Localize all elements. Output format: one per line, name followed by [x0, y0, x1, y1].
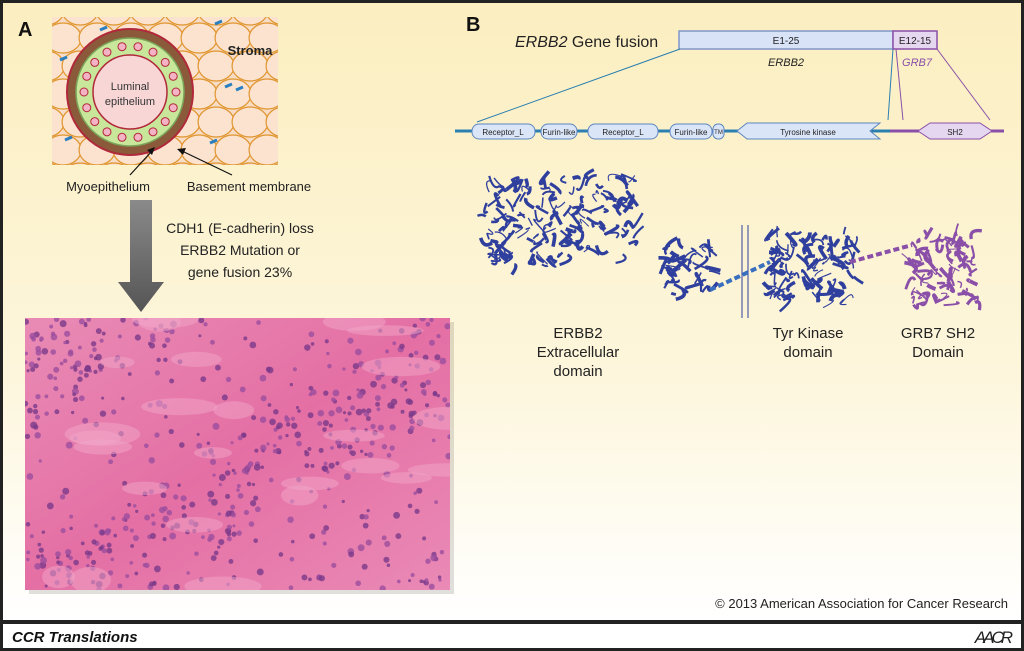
panel-b-label: B	[466, 14, 480, 36]
svg-text:SH2: SH2	[947, 128, 963, 137]
basement-pointer	[181, 150, 233, 176]
down-arrow-icon	[118, 200, 164, 312]
kinase-label-1: Tyr Kinase	[773, 325, 844, 342]
domain-tm: TM	[712, 123, 725, 140]
linker-fusion	[849, 243, 913, 264]
footer-title: CCR Translations	[12, 629, 138, 646]
svg-text:Tyrosine kinase: Tyrosine kinase	[780, 128, 836, 137]
domain-receptor-l-2: Receptor_L	[587, 123, 659, 140]
grb7-exon-bar	[892, 30, 938, 50]
panel-a-label: A	[18, 19, 32, 41]
kinase-label-2: domain	[783, 344, 832, 361]
extracellular-label-1: ERBB2	[553, 325, 602, 342]
extracellular-label-3: domain	[553, 363, 602, 380]
duct-illustration: Stroma Luminal epithelium	[52, 17, 278, 165]
grb7-sh2-structure	[901, 223, 983, 311]
luminal-label-1: Luminal	[111, 81, 150, 93]
grb7-gene-label: GRB7	[902, 57, 933, 69]
extracellular-label-2: Extracellular	[537, 344, 620, 361]
erbb2-exon-label: E1-25	[773, 36, 800, 47]
histology-image	[25, 318, 450, 590]
basement-membrane-label: Basement membrane	[187, 179, 311, 194]
domain-furin-like-1: Furin-like	[540, 123, 578, 140]
erbb2-gene-label: ERBB2	[768, 57, 804, 69]
grb7-exon-label: E12-15	[899, 36, 932, 47]
myoepithelium-pointer	[129, 150, 153, 176]
domain-furin-like-2: Furin-like	[669, 123, 713, 140]
domain-sh2: SH2	[917, 122, 993, 140]
stroma-label: Stroma	[228, 43, 274, 58]
erbb2-extracellular-tail	[658, 236, 721, 302]
myoepithelium-label: Myoepithelium	[66, 179, 150, 194]
arrow-text-1: CDH1 (E-cadherin) loss	[166, 220, 314, 236]
svg-text:Furin-like: Furin-like	[543, 128, 576, 137]
protein-structures	[477, 168, 983, 313]
arrow-text-2: ERBB2 Mutation or	[180, 242, 300, 258]
luminal-cells	[79, 42, 181, 142]
svg-text:Receptor_L: Receptor_L	[602, 128, 644, 137]
footer-bar	[3, 624, 1021, 648]
erbb2-extracellular-structure	[477, 168, 645, 276]
linker-erbb2	[709, 260, 771, 292]
sh2-label-1: GRB7 SH2	[901, 325, 975, 342]
svg-text:Receptor_L: Receptor_L	[482, 128, 524, 137]
sh2-label-2: Domain	[912, 344, 964, 361]
svg-text:TM: TM	[714, 130, 723, 136]
domain-tyrosine-kinase: Tyrosine kinase	[736, 122, 882, 140]
arrow-text-3: gene fusion 23%	[188, 264, 292, 280]
aacr-logo: AACR	[974, 628, 1013, 647]
tyr-kinase-structure	[761, 225, 864, 313]
domain-receptor-l-1: Receptor_L	[471, 123, 536, 140]
svg-text:Furin-like: Furin-like	[675, 128, 708, 137]
gene-fusion-title: ERBB2 Gene fusion	[515, 34, 658, 51]
copyright: © 2013 American Association for Cancer R…	[715, 596, 1008, 611]
luminal-label-2: epithelium	[105, 96, 155, 108]
